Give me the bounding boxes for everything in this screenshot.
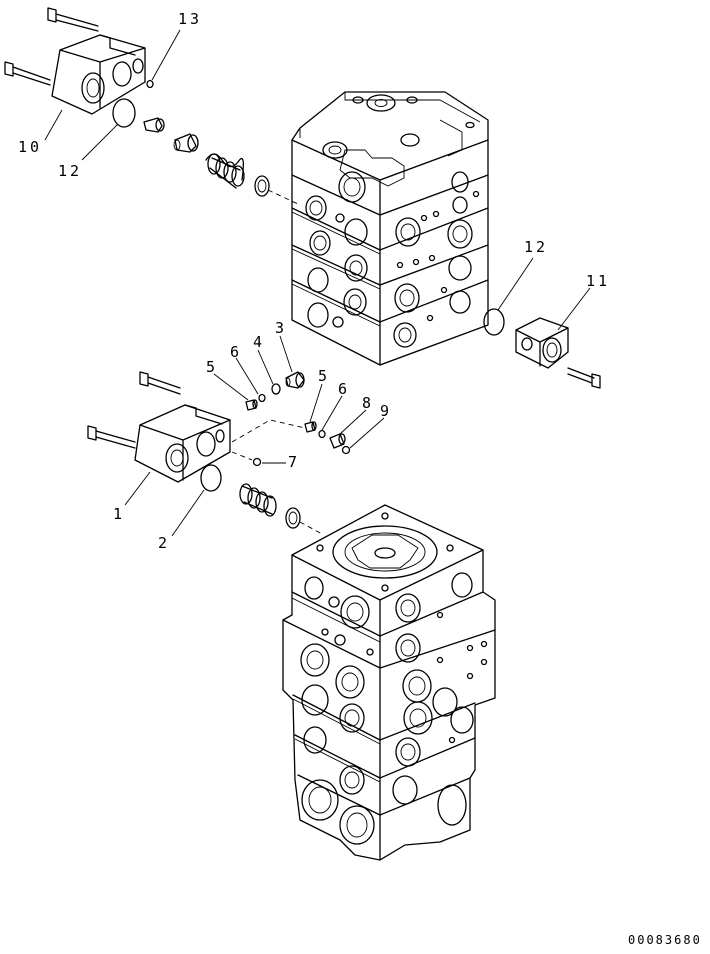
o-ring-4 (271, 383, 281, 395)
document-number: 00083680 (628, 933, 702, 947)
callout-9: 9 (380, 402, 392, 420)
callout-7: 7 (288, 453, 300, 471)
callout-12-upper: 12 (58, 162, 82, 180)
callout-10: 10 (18, 138, 42, 156)
plug-3 (285, 371, 305, 389)
spring-seat-lower (285, 507, 301, 529)
o-ring-6-left (258, 393, 266, 403)
spring-upper (205, 153, 245, 189)
cover-10 (51, 34, 146, 115)
piston-5-left (245, 399, 258, 411)
spring-lower (239, 483, 277, 517)
bolts-lower (87, 371, 181, 449)
callout-4: 4 (253, 333, 265, 351)
spacer-8 (329, 433, 346, 449)
o-ring-6-right (318, 429, 326, 439)
piston-5-right (304, 421, 317, 433)
o-ring-12-upper (112, 98, 136, 128)
cover-1 (134, 404, 231, 483)
callout-13: 13 (178, 10, 202, 28)
callout-5-left: 5 (206, 358, 218, 376)
leader-lines (44, 29, 591, 537)
callout-3: 3 (275, 319, 287, 337)
o-ring-7 (252, 457, 262, 467)
callout-6-left: 6 (230, 343, 242, 361)
callout-1: 1 (113, 505, 125, 523)
o-ring-13 (146, 79, 154, 89)
cover-11 (515, 317, 569, 369)
leader-lower-b (231, 451, 253, 461)
callout-labels: 13 10 12 12 11 3 4 6 5 5 6 8 9 7 1 2 (18, 10, 610, 552)
lower-valve-block (282, 504, 496, 861)
sleeve-upper (173, 133, 199, 153)
alignment-line-lower (299, 521, 323, 535)
leader-lower-a (231, 419, 306, 443)
callout-5-right: 5 (318, 367, 330, 385)
callout-6-right: 6 (338, 380, 350, 398)
bolt-right (567, 367, 601, 389)
o-ring-2 (200, 464, 222, 492)
callout-11: 11 (586, 272, 610, 290)
callout-2: 2 (158, 534, 170, 552)
plug-upper (143, 117, 165, 133)
bolts-upper (4, 7, 99, 86)
callout-12-right: 12 (524, 238, 548, 256)
upper-valve-block (291, 91, 489, 366)
spring-seat-upper (254, 175, 270, 197)
o-ring-9 (341, 445, 351, 455)
o-ring-12-right (483, 308, 505, 336)
callout-8: 8 (362, 394, 374, 412)
alignment-line-upper (267, 189, 301, 206)
